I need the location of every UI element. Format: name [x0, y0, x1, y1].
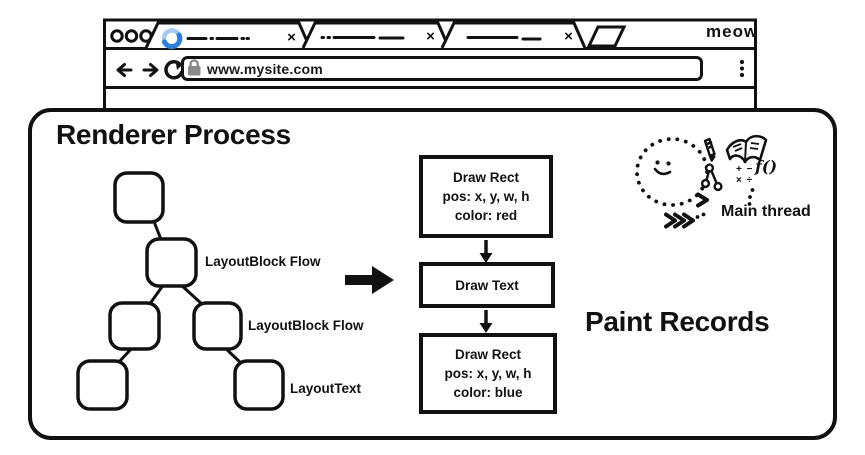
reload-icon: [164, 60, 184, 80]
pencils-icon: [703, 137, 716, 162]
paint-box-line: pos: x, y, w, h: [442, 189, 530, 204]
chevron-icon: [696, 192, 709, 208]
renderer-process-title: Renderer Process: [56, 119, 291, 150]
tab-close-icon: ×: [287, 29, 296, 46]
flow-arrow-icon: [345, 266, 394, 294]
function-doodle-label: f(): [755, 157, 778, 176]
layout-tree-nodes: [76, 171, 285, 411]
forward-icon: [142, 63, 159, 77]
paint-record-box-3: Draw Rect pos: x, y, w, h color: blue: [419, 333, 557, 414]
tree-node-root: [113, 171, 165, 224]
tree-node-layoutblock-1: [145, 237, 198, 288]
paint-flow-arrows: [479, 240, 493, 333]
book-icon: [725, 134, 768, 164]
tab-1: [144, 21, 312, 49]
paint-box-line: color: blue: [453, 385, 523, 400]
paint-box-line: Draw Rect: [454, 347, 522, 362]
smiley-face-icon: [653, 160, 672, 176]
triple-chevron-icon: [664, 212, 695, 229]
paint-box-line: Draw Text: [455, 277, 519, 293]
loading-spinner-icon: [161, 28, 183, 50]
tree-label-layoutblock-1: LayoutBlock Flow: [205, 254, 321, 269]
url-bar: [181, 56, 703, 81]
paint-record-box-1: Draw Rect pos: x, y, w, h color: red: [419, 155, 553, 238]
paint-box-line: pos: x, y, w, h: [444, 366, 532, 381]
paint-box-line: color: red: [454, 208, 518, 223]
tab-close-icon: ×: [564, 28, 573, 45]
tab-2: [301, 21, 451, 49]
tree-node-layouttext: [233, 359, 285, 411]
menu-kebab-icon: [739, 59, 745, 78]
tab-3: [440, 21, 587, 49]
math-doodle-bottom: × ÷: [736, 175, 754, 186]
tree-node-leaf-left: [76, 359, 129, 411]
tab-3-title-scribble: [466, 36, 542, 41]
tree-node-child-left: [108, 301, 161, 351]
back-icon: [116, 63, 133, 77]
brand-label: meow: [706, 22, 759, 41]
tab-2-title-scribble: [320, 36, 405, 40]
paint-records-label: Paint Records: [585, 306, 770, 337]
main-thread-bubble: [635, 137, 709, 207]
dom-tree-doodle-icon: [700, 163, 723, 192]
tree-label-layoutblock-2: LayoutBlock Flow: [248, 318, 364, 333]
math-doodle-top: + −: [736, 164, 754, 175]
new-tab-icon: [586, 25, 627, 48]
browser-window-illustration: [103, 18, 757, 109]
tree-label-layouttext: LayoutText: [290, 381, 362, 396]
main-thread-label: Main thread: [721, 203, 811, 220]
tree-node-layoutblock-2: [192, 301, 243, 351]
dotted-trail-icon: [695, 188, 755, 219]
paint-record-box-2: Draw Text: [419, 262, 555, 308]
lock-icon: [188, 59, 201, 76]
layout-tree: [76, 171, 285, 411]
url-text: www.mysite.com: [207, 61, 323, 77]
tab-close-icon: ×: [426, 28, 435, 45]
main-thread-doodle: [635, 134, 768, 229]
paint-box-line: Draw Rect: [452, 170, 520, 185]
